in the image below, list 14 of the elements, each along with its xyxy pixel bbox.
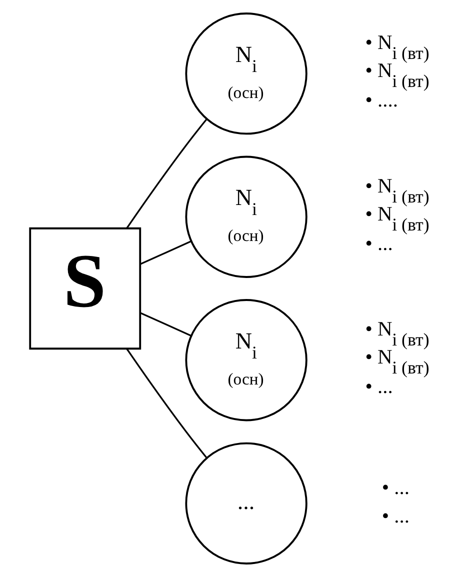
node-circle: ...	[185, 442, 308, 564]
node-label: • ....	[365, 90, 398, 112]
connector	[140, 312, 192, 337]
node-label: • ...	[382, 505, 410, 528]
node-circle: N$_{i}$ (осн)	[185, 12, 308, 135]
node-circle: N$_{i}$ (осн)	[185, 156, 308, 278]
node-label: • ...	[365, 232, 393, 255]
node-circle: N$_{i}$ (осн)	[185, 299, 308, 422]
node-label: • ...	[365, 376, 393, 398]
node-box: S	[29, 227, 142, 350]
connector	[126, 348, 208, 458]
connector	[140, 240, 192, 265]
connector	[126, 118, 208, 229]
node-label: • ...	[382, 477, 410, 500]
